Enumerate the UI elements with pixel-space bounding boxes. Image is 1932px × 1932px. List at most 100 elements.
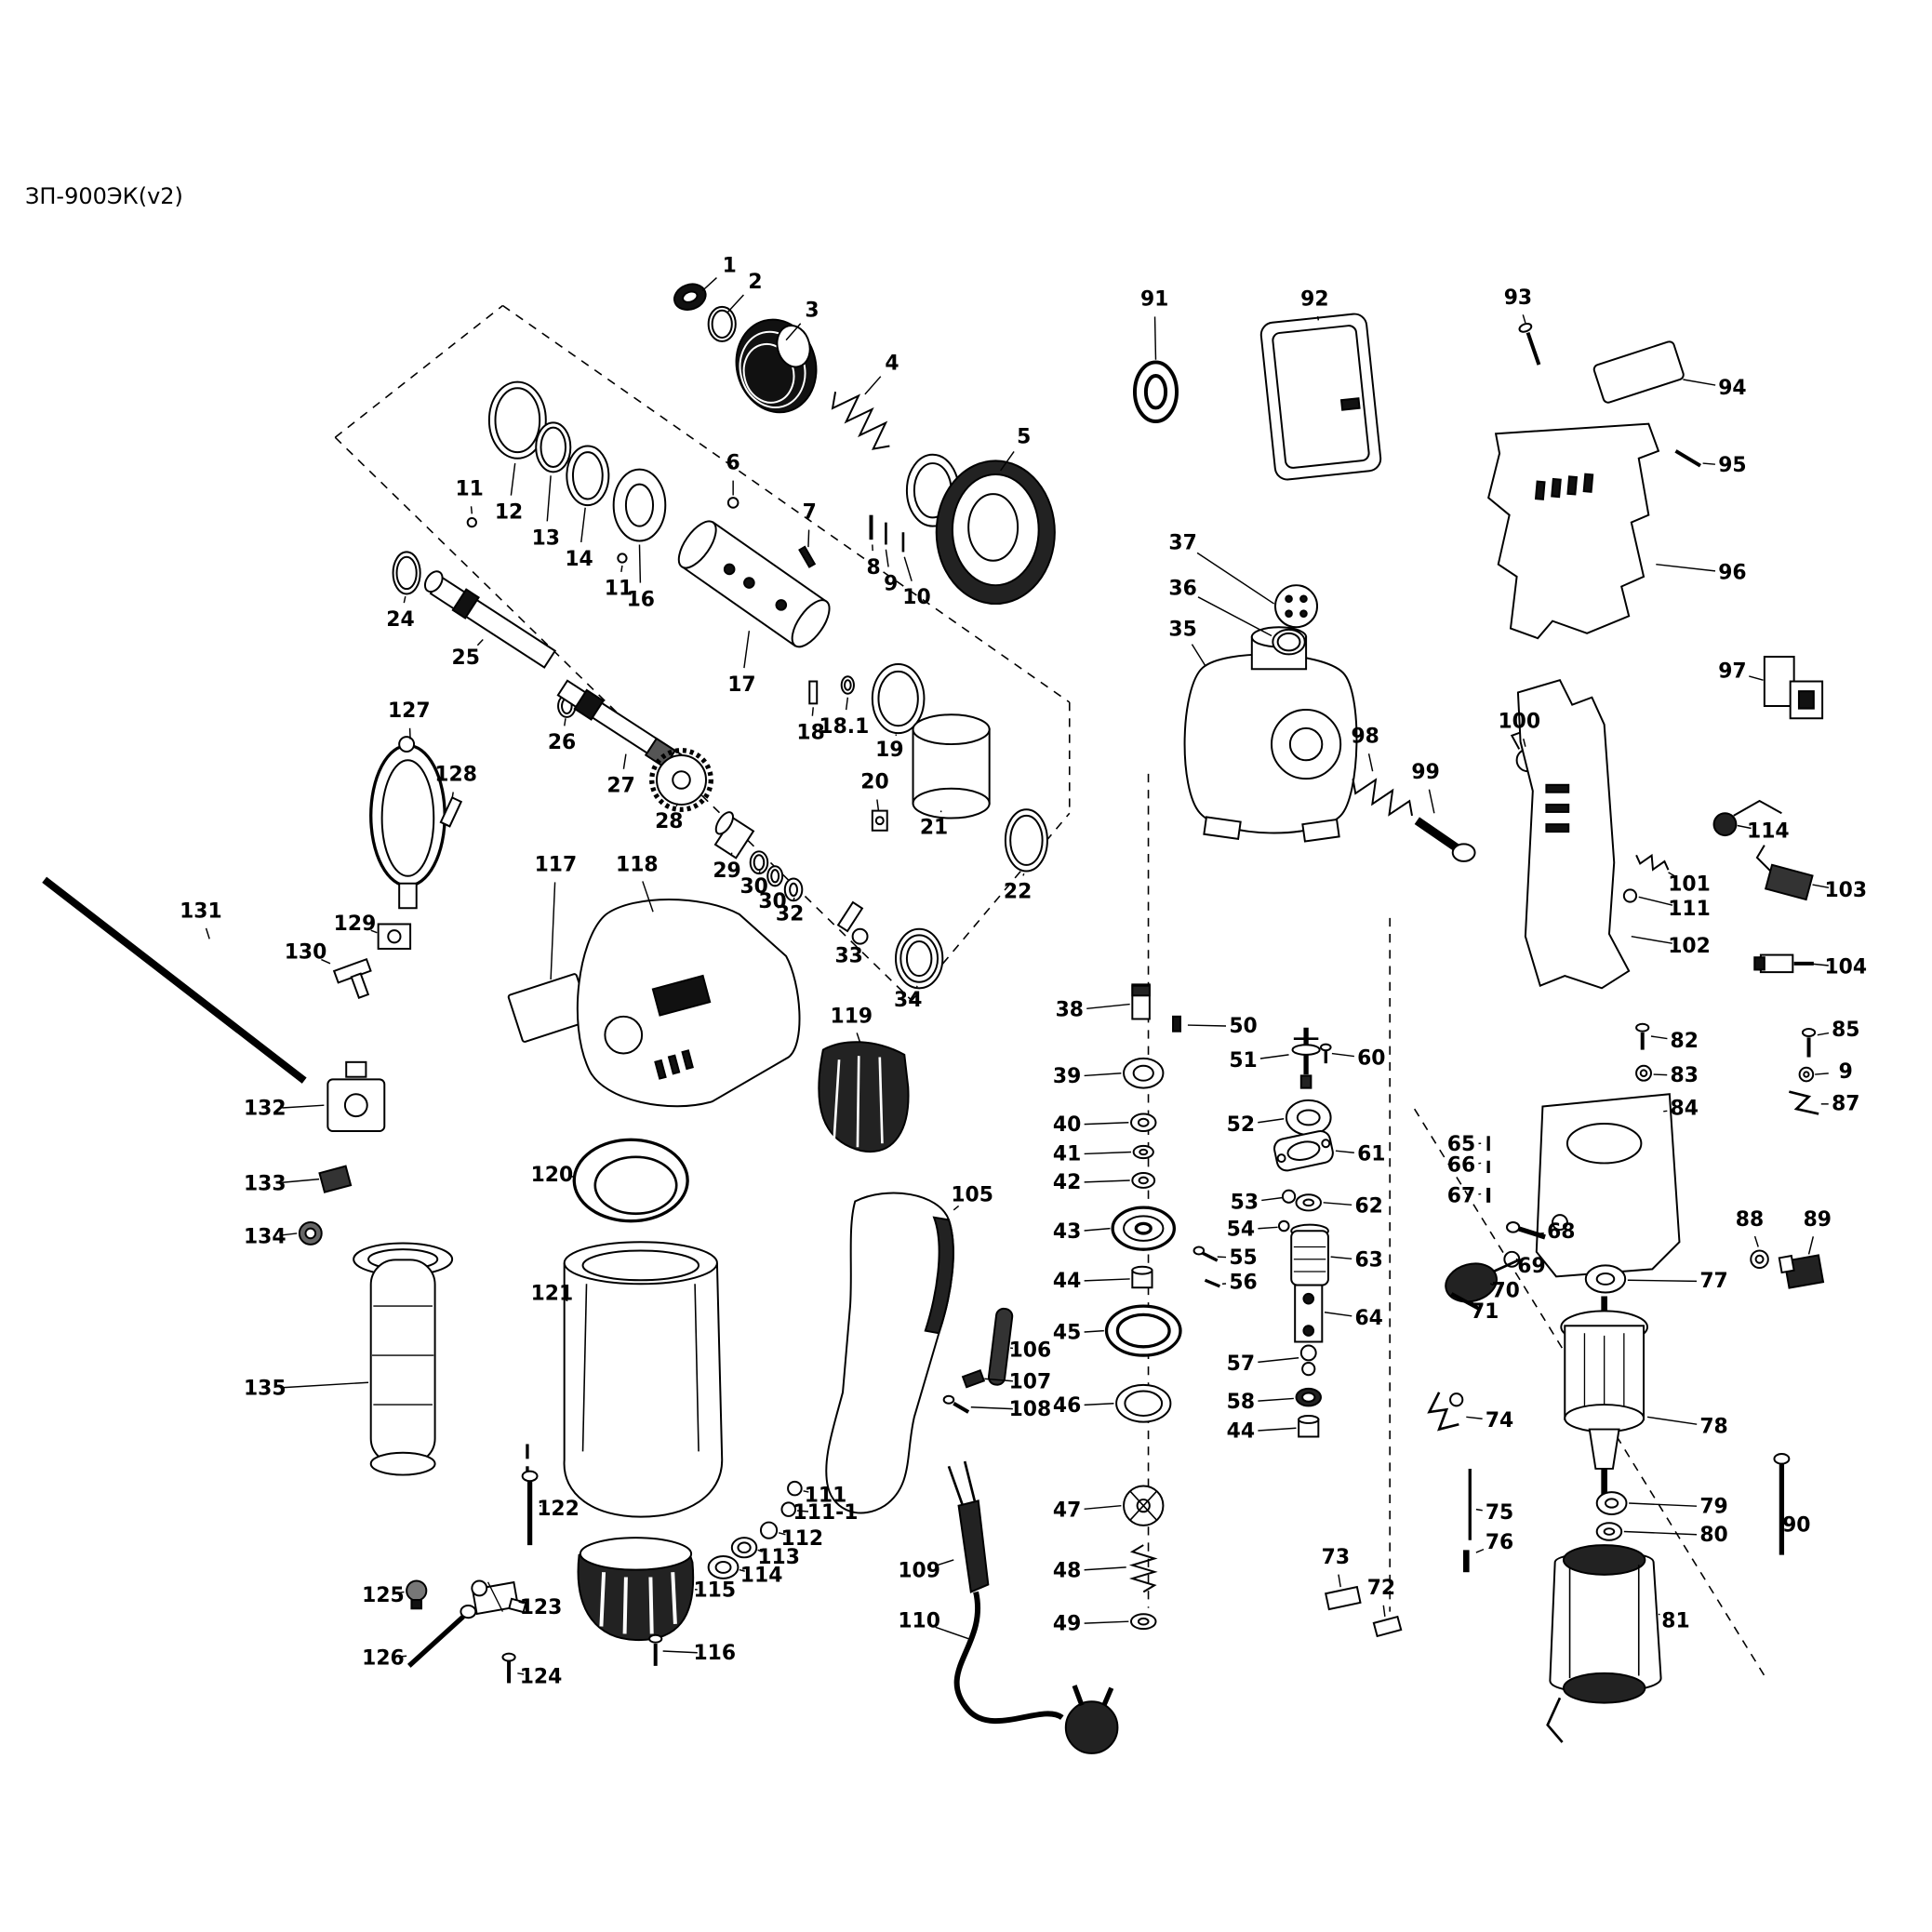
bolt-band [1131, 984, 1151, 997]
screw [953, 1402, 970, 1414]
screw [1526, 331, 1541, 366]
leader-line [1523, 739, 1526, 747]
leader-line [518, 1601, 525, 1605]
leader-line [403, 595, 406, 604]
part-label-39: 39 [1053, 1065, 1081, 1088]
part-label-12: 12 [495, 501, 523, 525]
part-label-66: 66 [1447, 1154, 1475, 1178]
clamp-eye [398, 736, 416, 753]
terminal-block [1325, 1585, 1362, 1611]
wing-knob-stem [350, 972, 370, 999]
washer-ring [1603, 1527, 1616, 1536]
part-label-119: 119 [831, 1005, 873, 1028]
leader-line [1817, 1032, 1830, 1036]
leader-line [785, 323, 802, 341]
contact-plate [961, 1368, 986, 1389]
part-label-22: 22 [1004, 881, 1032, 904]
part-label-28: 28 [655, 810, 683, 833]
plate-hole [1285, 594, 1293, 604]
side-cover [818, 1041, 910, 1153]
part-label-81: 81 [1661, 1610, 1689, 1633]
gearbox-foot [1301, 818, 1340, 843]
housing-hole [1552, 1214, 1568, 1231]
part-label-75: 75 [1486, 1501, 1513, 1525]
leader-line [476, 638, 484, 646]
leader-line [1656, 563, 1716, 572]
part-label-50: 50 [1229, 1015, 1257, 1038]
leader-line [1258, 1118, 1285, 1124]
leader-line [1653, 1073, 1668, 1076]
seal-ring [571, 451, 604, 500]
leader-line [675, 803, 679, 807]
bolt [1517, 1226, 1546, 1240]
part-label-76: 76 [1486, 1531, 1513, 1554]
part-label-29: 29 [713, 859, 740, 883]
washer [1299, 1344, 1317, 1362]
part-label-103: 103 [1824, 879, 1867, 902]
switch-trigger [1789, 680, 1824, 720]
leader-line [282, 1381, 369, 1389]
part-label-114: 114 [1747, 820, 1790, 844]
part-label-129: 129 [334, 913, 377, 936]
part-label-117: 117 [535, 853, 578, 876]
part-label-71: 71 [1471, 1300, 1499, 1324]
motor-housing-cup [563, 1263, 724, 1518]
screw [1202, 1251, 1219, 1262]
leader-line [408, 727, 411, 739]
gear-teeth [649, 748, 713, 812]
leader-line [953, 1205, 960, 1211]
part-label-96: 96 [1718, 561, 1746, 584]
stator-coil [1562, 1544, 1646, 1576]
part-label-53: 53 [1231, 1191, 1259, 1214]
screw-head [521, 1470, 539, 1483]
o-ring [1276, 632, 1301, 652]
washer-ring [753, 854, 766, 872]
leader-line [1153, 316, 1157, 360]
cylinder-hole [775, 599, 788, 611]
part-label-1: 1 [723, 255, 737, 278]
cap-slot [622, 1577, 628, 1634]
part-label-57: 57 [1227, 1352, 1255, 1376]
part-label-35: 35 [1168, 618, 1196, 641]
part-label-34: 34 [894, 989, 922, 1012]
gearbox-bore-inner [1288, 726, 1324, 762]
part-label-133: 133 [244, 1172, 286, 1195]
part-label-30: 30 [758, 890, 786, 913]
part-label-87: 87 [1832, 1092, 1859, 1115]
washer [1277, 1219, 1290, 1232]
part-label-78: 78 [1699, 1415, 1727, 1438]
leader-line [1779, 1518, 1787, 1523]
ball-bearing [1132, 1064, 1154, 1082]
sleeve-top [1131, 1265, 1153, 1275]
leader-line [935, 1626, 969, 1640]
part-label-134: 134 [244, 1225, 286, 1248]
part-label-100: 100 [1498, 711, 1540, 734]
leader-line [1324, 1311, 1352, 1317]
shaft-tip [423, 570, 444, 593]
part-label-25: 25 [452, 646, 480, 670]
part-label-90: 90 [1782, 1513, 1810, 1537]
leader-line [1815, 1073, 1829, 1075]
cover-rib [833, 1059, 841, 1139]
vent-slot [1545, 823, 1570, 833]
brand-label [651, 974, 712, 1017]
part-label-10: 10 [902, 586, 930, 609]
depth-gauge-rod [42, 876, 307, 1084]
armature-bottom [1564, 1404, 1646, 1433]
leader-line [1330, 1256, 1352, 1260]
part-label-109: 109 [898, 1559, 940, 1582]
bearing-ring [624, 483, 655, 527]
part-label-9: 9 [1839, 1060, 1853, 1084]
bolt-shaft [1414, 817, 1459, 852]
part-label-3: 3 [805, 299, 819, 322]
name-plate [1592, 340, 1685, 404]
ram-cylinder-bottom [912, 787, 991, 819]
ball-bearing-race [899, 934, 939, 983]
part-label-14: 14 [565, 548, 593, 571]
rubber-boot [735, 318, 818, 414]
part-label-94: 94 [1718, 377, 1746, 400]
part-label-64: 64 [1354, 1307, 1382, 1330]
cap-hole [1639, 1069, 1648, 1078]
guide-hole [1302, 1325, 1315, 1337]
